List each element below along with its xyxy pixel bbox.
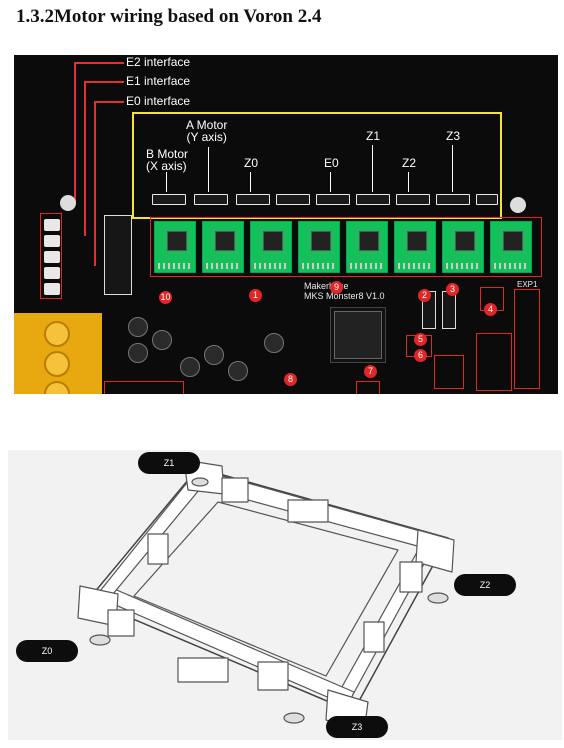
leader-line (74, 62, 124, 64)
leader-tick (408, 172, 409, 192)
label-z1: Z1 (366, 130, 380, 142)
connector-pin (44, 283, 60, 295)
connector-outline (434, 355, 464, 389)
label-pill-z2: Z2 (454, 574, 516, 596)
connector-pin (44, 235, 60, 247)
power-terminal (14, 313, 102, 394)
header (442, 291, 456, 329)
label-e1-interface: E1 interface (126, 75, 190, 87)
label-pill-z3: Z3 (326, 716, 388, 738)
motherboard-image: E2 interface E1 interface E0 interface A… (14, 55, 558, 394)
leader-line (84, 81, 124, 83)
capacitor (204, 345, 224, 365)
mounting-hole (510, 197, 526, 213)
section-heading: 1.3.2Motor wiring based on Voron 2.4 (16, 6, 321, 28)
leader-line (94, 101, 124, 103)
marker-7: 7 (364, 365, 377, 378)
motor-connector (436, 194, 470, 205)
label-pill-z0: Z0 (16, 640, 78, 662)
leader-line (74, 62, 76, 202)
label-e0: E0 (324, 157, 339, 169)
label-e2-interface: E2 interface (126, 56, 190, 68)
label-pill-z1: Z1 (138, 452, 200, 474)
bottom-connector-outline (104, 381, 184, 394)
marker-8: 8 (284, 373, 297, 386)
board-name: Makerbase MKS Monster8 V1.0 (304, 281, 385, 301)
motor-connector (152, 194, 186, 205)
capacitor (152, 330, 172, 350)
marker-6: 6 (414, 349, 427, 362)
motor-connector (356, 194, 390, 205)
marker-1: 1 (249, 289, 262, 302)
capacitor (264, 333, 284, 353)
connector-pin (44, 267, 60, 279)
motor-connector (316, 194, 350, 205)
marker-2: 2 (418, 289, 431, 302)
mounting-hole (60, 195, 76, 211)
leader-line (84, 81, 86, 236)
capacitor (228, 361, 248, 381)
connector-pin (44, 219, 60, 231)
capacitor (128, 343, 148, 363)
label-z0: Z0 (244, 157, 258, 169)
label-z3: Z3 (446, 130, 460, 142)
marker-9: 9 (330, 281, 343, 294)
label-e0-interface: E0 interface (126, 95, 190, 107)
leader-tick (452, 145, 453, 192)
connector-pin (44, 251, 60, 263)
leader-tick (166, 172, 167, 192)
label-z2: Z2 (402, 157, 416, 169)
leader-tick (330, 172, 331, 192)
driver-outline (150, 217, 542, 277)
marker-4: 4 (484, 303, 497, 316)
marker-5: 5 (414, 333, 427, 346)
motor-connector (236, 194, 270, 205)
motor-connector (276, 194, 310, 205)
leader-line (94, 101, 96, 266)
capacitor (180, 357, 200, 377)
bottom-connector-outline (356, 381, 380, 394)
motor-connector (396, 194, 430, 205)
leader-tick (208, 147, 209, 192)
leader-tick (250, 172, 251, 192)
mosfet-area (104, 215, 132, 295)
exp-label: EXP1 (517, 281, 537, 289)
motor-connector (194, 194, 228, 205)
exp-header-outline (514, 289, 540, 389)
marker-3: 3 (446, 283, 459, 296)
leader-tick (372, 145, 373, 192)
voron-frame-diagram: Z1 Z2 Z0 Z3 (8, 450, 562, 740)
capacitor (128, 317, 148, 337)
label-a-motor: A Motor (Y axis) (186, 119, 227, 143)
connector-outline (476, 333, 512, 391)
motor-connector (476, 194, 498, 205)
marker-10: 10 (159, 291, 172, 304)
label-b-motor: B Motor (X axis) (146, 148, 188, 172)
mcu-chip (334, 311, 382, 359)
